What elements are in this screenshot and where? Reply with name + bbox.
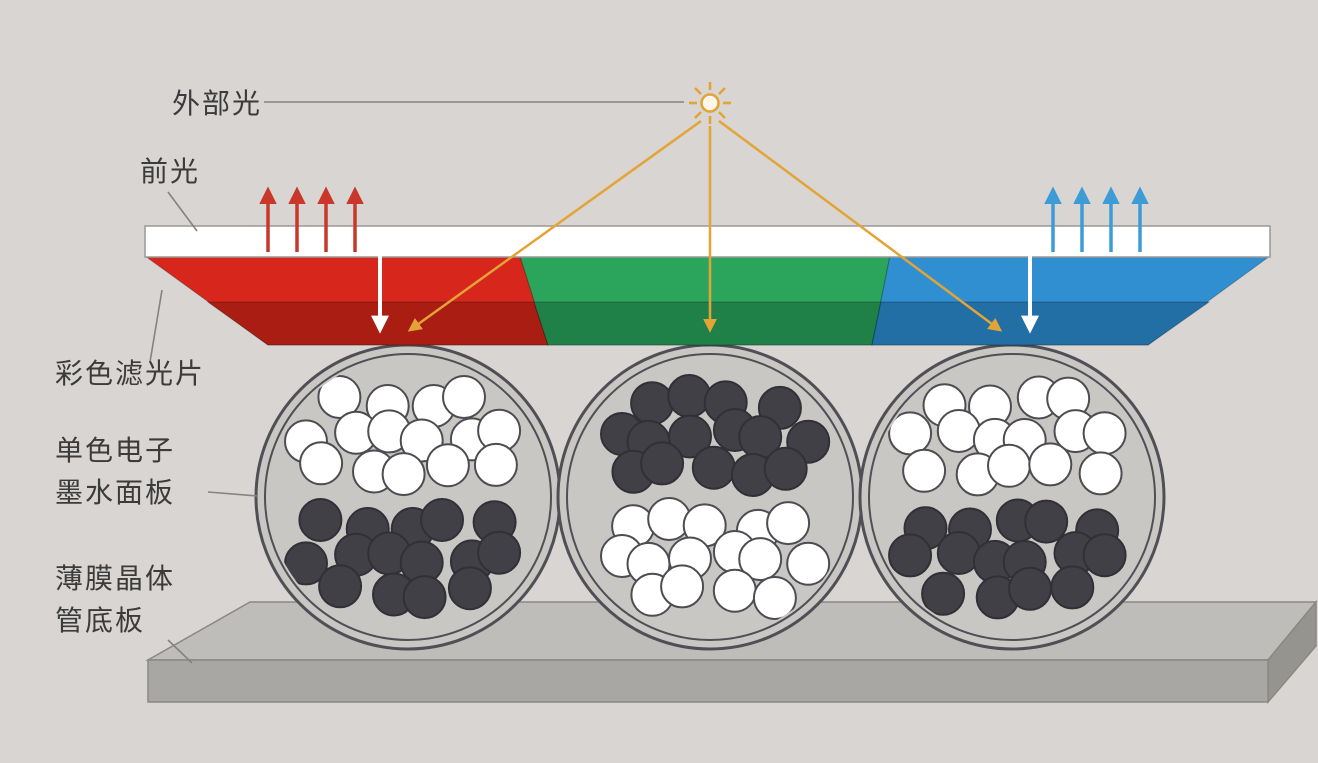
ink-ball (1024, 499, 1069, 544)
sun-core (700, 93, 720, 113)
label-color-filter: 彩色滤光片 (55, 357, 205, 390)
filter-green-bevel (533, 301, 882, 346)
capsule-inner-wall (868, 353, 1156, 641)
red-reflected-arrows (259, 186, 364, 252)
light-ray-left (407, 119, 702, 332)
ink-ball (936, 409, 981, 453)
ink-ball (473, 442, 518, 487)
ink-ball (425, 443, 470, 488)
ink-ball (477, 530, 522, 575)
light-ray-right (718, 119, 1003, 332)
ink-ball (381, 452, 426, 497)
leader-tft (167, 639, 193, 664)
ink-ball (752, 576, 797, 620)
ink-ball (888, 533, 933, 578)
ink-ball (284, 541, 328, 586)
ink-ball (921, 571, 966, 616)
ink-ball (1082, 411, 1127, 456)
ink-ball (1028, 442, 1073, 487)
ink-ball (1078, 451, 1123, 496)
eink-capsule-left (254, 343, 562, 651)
ink-ball (1082, 533, 1127, 578)
leader-front-light (167, 191, 198, 232)
ink-ball (318, 564, 363, 609)
ink-ball (317, 375, 362, 419)
ink-ball (766, 501, 811, 546)
ink-ball (763, 446, 808, 491)
ink-ball (442, 375, 486, 419)
ink-ball (668, 414, 712, 459)
eink-capsule-right (858, 343, 1166, 651)
capsule-balls-middle (600, 374, 831, 620)
ink-ball (936, 531, 981, 575)
label-tft-line1: 薄膜晶体 (55, 562, 175, 595)
eink-capsule-middle (556, 343, 864, 651)
front-light-layer (144, 225, 1271, 258)
label-eink-panel-line1: 单色电子 (55, 434, 175, 467)
label-front-light: 前光 (140, 155, 200, 188)
ink-ball (667, 374, 712, 418)
ink-ball (402, 575, 447, 620)
ink-ball (298, 498, 343, 542)
ink-ball (660, 564, 705, 609)
ink-ball (902, 448, 947, 493)
ink-ball (738, 537, 783, 582)
capsule-balls-right (888, 375, 1127, 620)
capsule-inner-wall (566, 353, 854, 641)
filter-blue-bevel (871, 301, 1211, 346)
leader-lines (149, 101, 684, 664)
ink-ball (1008, 566, 1052, 611)
leader-eink-panel (207, 491, 259, 497)
ink-ball (1050, 565, 1095, 610)
ink-ball (712, 568, 757, 613)
tft-front-face (147, 659, 1269, 703)
ink-ball (640, 441, 685, 486)
leader-color-filter (149, 289, 163, 363)
ink-ball (420, 498, 464, 542)
label-tft-line2: 管底板 (55, 604, 145, 637)
white-transmission-arrows (371, 254, 1039, 334)
color-filter-layer (143, 255, 1272, 346)
label-eink-panel-line2: 墨水面板 (55, 476, 175, 509)
sun-icon (689, 82, 731, 124)
label-external-light: 外部光 (172, 87, 262, 120)
ink-ball (987, 443, 1031, 488)
external-light-rays (407, 119, 1003, 333)
capsule-balls-left (284, 375, 522, 620)
ink-ball (299, 441, 344, 486)
ink-ball (630, 381, 675, 426)
ink-ball (691, 445, 736, 490)
ink-ball (447, 566, 492, 611)
ink-ball (786, 541, 831, 586)
capsule-inner-wall (264, 353, 552, 641)
blue-reflected-arrows (1044, 186, 1149, 252)
